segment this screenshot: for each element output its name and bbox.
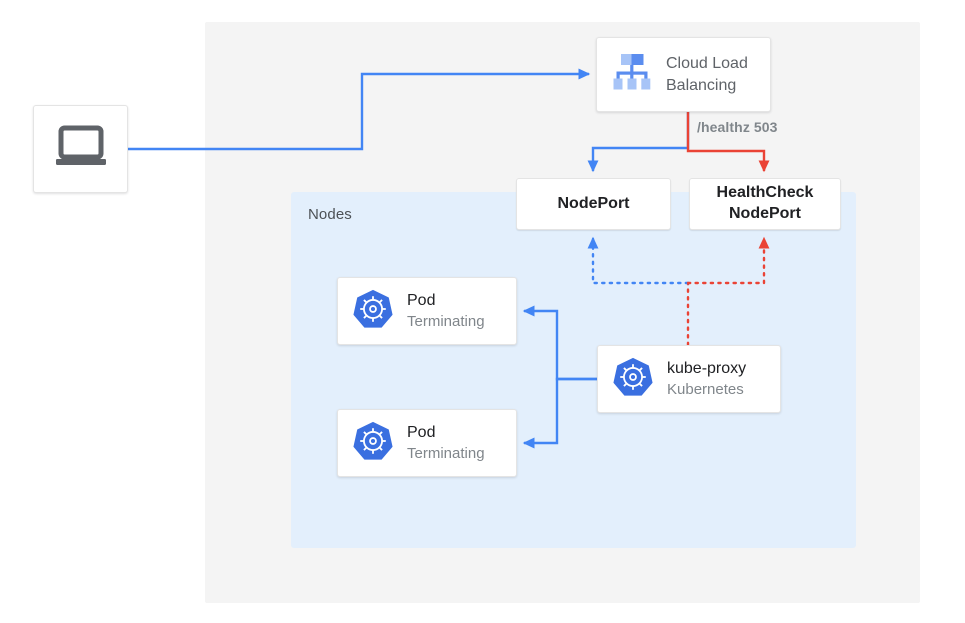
- kube-proxy-node[interactable]: kube-proxy Kubernetes: [597, 345, 781, 413]
- kube-proxy-subtitle: Kubernetes: [667, 380, 744, 398]
- nodeport-box[interactable]: NodePort: [516, 178, 671, 230]
- kube-proxy-text: kube-proxy Kubernetes: [667, 360, 746, 399]
- kubernetes-icon: [612, 356, 654, 403]
- pod-1-title: Pod: [407, 291, 436, 309]
- cloud-load-balancing-label-line-2: Balancing: [666, 76, 737, 94]
- healthcheck-nodeport-label: HealthCheck NodePort: [717, 183, 814, 225]
- healthz-503-label: /healthz 503: [697, 119, 778, 135]
- pod-2-text: Pod Terminating: [407, 424, 485, 463]
- cloud-load-balancing-label-line-1: Cloud Load: [666, 55, 748, 73]
- client-node[interactable]: [33, 105, 128, 193]
- pod-1-status: Terminating: [407, 312, 485, 330]
- kube-proxy-title: kube-proxy: [667, 359, 747, 377]
- cloud-load-balancing-label: Cloud Load Balancing: [666, 53, 748, 95]
- healthcheck-nodeport-label-line-1: HealthCheck: [716, 184, 814, 202]
- healthcheck-nodeport-label-line-2: NodePort: [728, 205, 801, 222]
- healthcheck-nodeport-box[interactable]: HealthCheck NodePort: [689, 178, 841, 230]
- pod-2-node[interactable]: Pod Terminating: [337, 409, 517, 477]
- kubernetes-icon: [352, 288, 394, 335]
- cloud-load-balancing-icon: [609, 50, 655, 99]
- pod-2-title: Pod: [407, 423, 436, 441]
- pod-1-node[interactable]: Pod Terminating: [337, 277, 517, 345]
- pod-1-text: Pod Terminating: [407, 292, 485, 331]
- laptop-icon: [54, 125, 108, 174]
- kubernetes-icon: [352, 420, 394, 467]
- nodes-panel-label: Nodes: [308, 206, 352, 223]
- nodeport-label: NodePort: [557, 194, 630, 212]
- cloud-load-balancing-node[interactable]: Cloud Load Balancing: [596, 37, 771, 112]
- pod-2-status: Terminating: [407, 444, 485, 462]
